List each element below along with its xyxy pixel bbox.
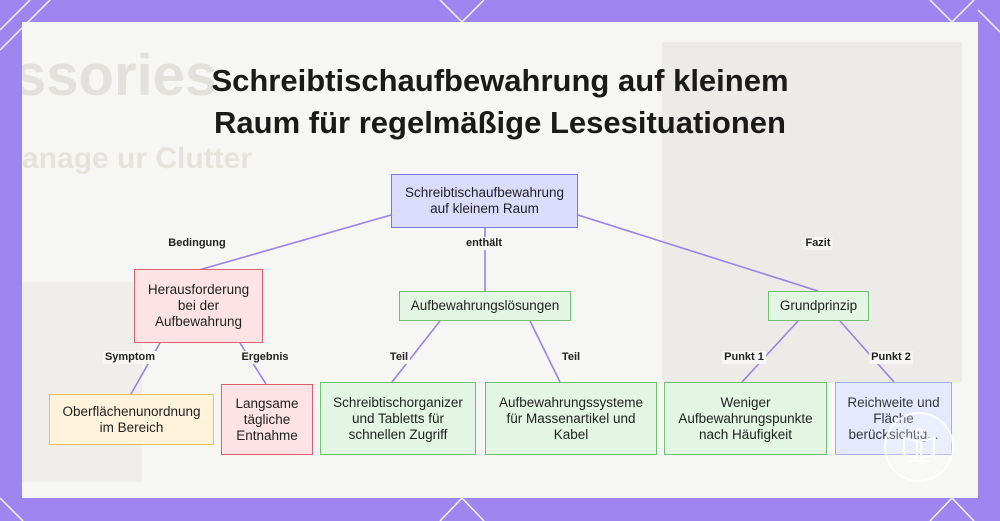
- node-root: Schreibtischaufbewahrung auf kleinem Rau…: [391, 174, 578, 228]
- edge-root-challenge: [198, 214, 392, 271]
- background-text-large: ssories: [22, 43, 218, 108]
- background-photo-shelf: [662, 42, 962, 382]
- edge-label-symptom: Symptom: [102, 351, 158, 364]
- node-bulk-storage-systems: Aufbewahrungssysteme für Massenartikel u…: [485, 382, 657, 455]
- node-storage-solutions: Aufbewahrungslösungen: [399, 291, 571, 321]
- edge-solutions-organizer: [391, 320, 441, 383]
- edge-label-contains: enthält: [463, 237, 505, 250]
- book-logo-icon: [884, 412, 954, 482]
- diagram-title-line-2: Raum für regelmäßige Lesesituationen: [214, 105, 786, 140]
- edge-solutions-systems: [529, 320, 561, 383]
- edge-label-point-1: Punkt 1: [722, 351, 766, 364]
- diagram-title-line-1: Schreibtischaufbewahrung auf kleinem: [211, 63, 789, 98]
- background-photo-box: [22, 282, 142, 482]
- edge-principle-fewer: [741, 320, 799, 383]
- edge-principle-reach: [839, 320, 895, 383]
- node-desk-organizer: Schreibtischorganizer und Tabletts für s…: [320, 382, 476, 455]
- edge-label-part-1: Teil: [387, 351, 411, 364]
- node-slow-retrieval: Langsame tägliche Entnahme: [221, 384, 313, 455]
- edge-root-principle: [577, 214, 819, 292]
- edge-label-conclusion: Fazit: [803, 237, 833, 250]
- edge-label-result: Ergebnis: [239, 351, 291, 364]
- node-surface-clutter: Oberflächenunordnung im Bereich: [49, 394, 214, 445]
- background-text-small: anage ur Clutter: [22, 142, 253, 175]
- edge-label-part-2: Teil: [559, 351, 583, 364]
- node-fewer-storage-points: Weniger Aufbewahrungspunkte nach Häufigk…: [664, 382, 827, 455]
- node-storage-challenge: Herausforderung bei der Aufbewahrung: [134, 269, 263, 343]
- node-core-principle: Grundprinzip: [768, 291, 869, 321]
- edge-label-point-2: Punkt 2: [869, 351, 913, 364]
- edge-label-condition: Bedingung: [166, 237, 228, 250]
